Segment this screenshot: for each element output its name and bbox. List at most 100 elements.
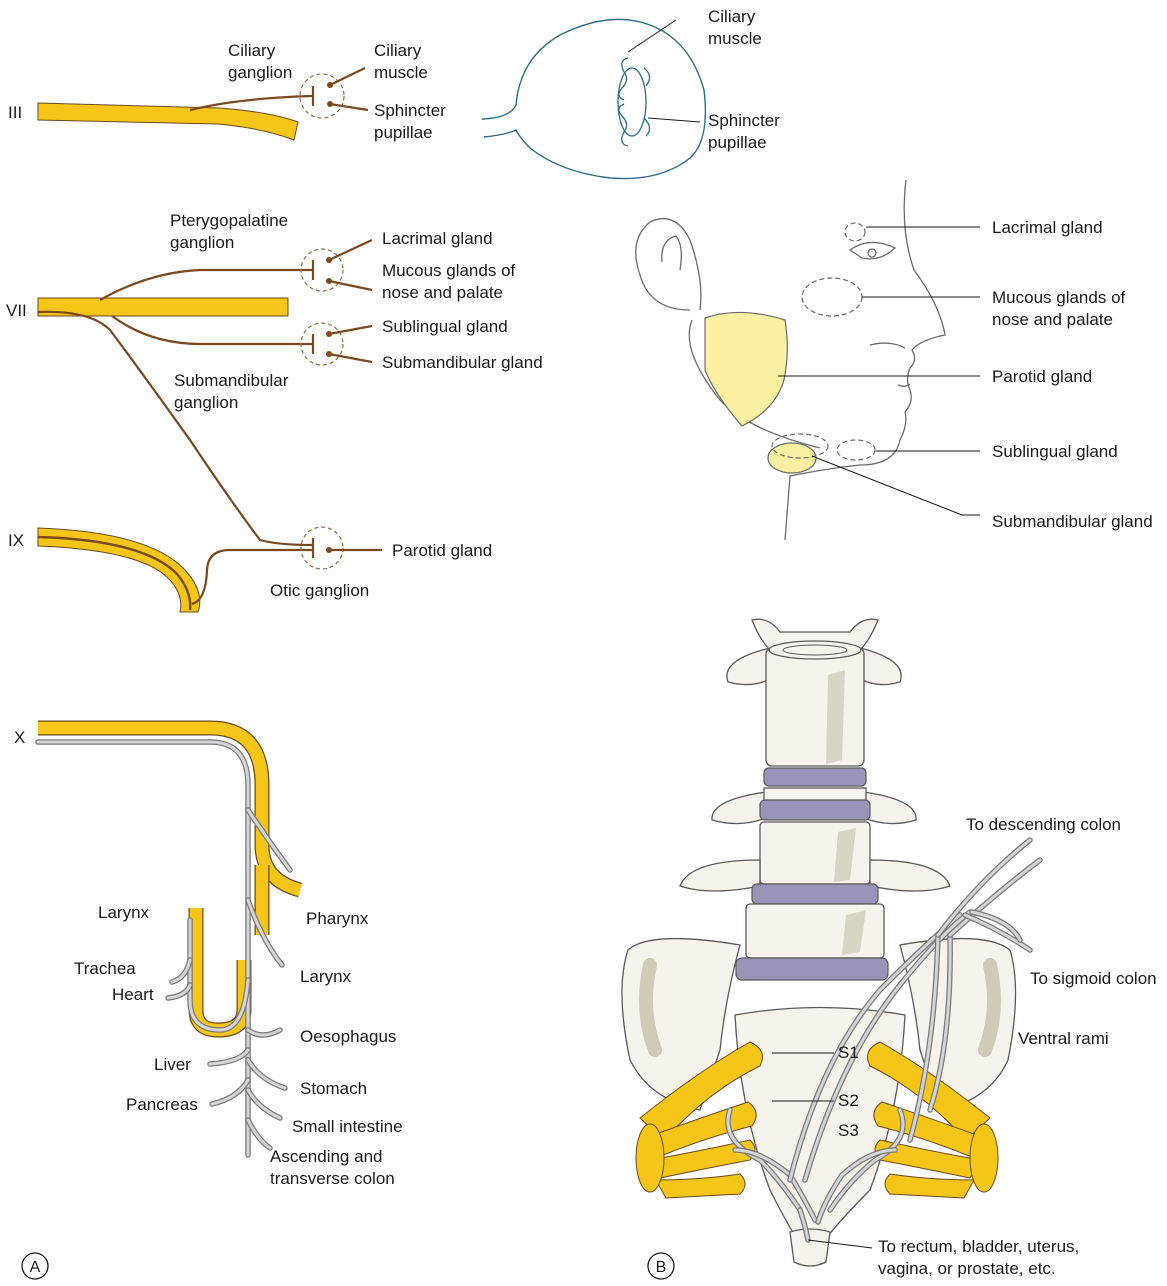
r-process-1 bbox=[860, 648, 901, 685]
ear bbox=[636, 219, 701, 310]
panel-B-letter: B bbox=[656, 1259, 667, 1276]
left-label-heart: Heart bbox=[112, 985, 154, 1004]
right-label-oesophagus: Oesophagus bbox=[300, 1027, 396, 1046]
nerve-label-III: III bbox=[8, 103, 22, 122]
target-submandibular-label: Submandibular gland bbox=[382, 353, 543, 372]
face-lacrimal-label: Lacrimal gland bbox=[992, 218, 1103, 237]
small-intestine-branch-outline bbox=[248, 1090, 280, 1118]
ciliary-body-upper bbox=[619, 58, 628, 100]
right-label-pharynx: Pharynx bbox=[306, 909, 369, 928]
post-submandibular bbox=[329, 354, 372, 362]
iris-upper bbox=[644, 68, 650, 86]
preganglionic-to-submandibular bbox=[112, 316, 312, 344]
label-S3: S3 bbox=[838, 1121, 859, 1140]
ear-inner bbox=[662, 236, 682, 270]
label-ventral-rami: Ventral rami bbox=[1018, 1029, 1109, 1048]
target-parotid-label: Parotid gland bbox=[392, 541, 492, 560]
ciliary-ganglion-label: Ciliaryganglion bbox=[228, 41, 292, 82]
postganglionic-to-sphincter bbox=[330, 104, 368, 110]
nerve-label-VII: VII bbox=[6, 301, 27, 320]
glossopharyngeal-nerve-trunk bbox=[38, 528, 200, 612]
parotid-gland-shape bbox=[705, 312, 787, 426]
label-S1: S1 bbox=[838, 1043, 859, 1062]
right-label-stomach: Stomach bbox=[300, 1079, 367, 1098]
ciliary-body-lower bbox=[619, 104, 628, 146]
left-label-pancreas: Pancreas bbox=[126, 1095, 198, 1114]
disc-1 bbox=[764, 768, 866, 786]
left-label-trachea: Trachea bbox=[74, 959, 136, 978]
r-process-3 bbox=[870, 860, 950, 891]
vertebra-L2 bbox=[766, 648, 864, 766]
panel-label-A: A bbox=[22, 1253, 48, 1279]
disc-4 bbox=[736, 958, 888, 980]
otic-ganglion bbox=[301, 527, 343, 569]
iris-lower bbox=[644, 118, 650, 136]
oculomotor-nerve-trunk bbox=[38, 103, 298, 140]
sublingual-gland-shape bbox=[837, 440, 875, 460]
target-lacrimal-label: Lacrimal gland bbox=[382, 229, 493, 248]
face-diagram: Lacrimal gland Mucous glands ofnose and … bbox=[636, 180, 1153, 540]
label-to-sigmoid-colon: To sigmoid colon bbox=[1030, 969, 1157, 988]
postganglionic-to-ciliary-muscle bbox=[330, 68, 365, 85]
vagus-gray-trunk bbox=[38, 742, 248, 1155]
disc-3 bbox=[752, 884, 878, 904]
preganglionic-to-pterygopalatine bbox=[100, 270, 312, 300]
panel-A-letter: A bbox=[30, 1259, 41, 1276]
vagus-gray-outline bbox=[38, 742, 248, 1155]
face-sublingual-label: Sublingual gland bbox=[992, 442, 1118, 461]
right-label-larynx: Larynx bbox=[300, 967, 352, 986]
leader-sphincter-pupillae bbox=[648, 118, 700, 122]
leader-ciliary-muscle bbox=[628, 20, 676, 52]
cranial-nerve-IX: IX Otic ganglion Parotid gland bbox=[8, 527, 492, 612]
l-process-1 bbox=[727, 648, 770, 685]
face-submandibular-label: Submandibular gland bbox=[992, 512, 1153, 531]
target-sublingual-label: Sublingual gland bbox=[382, 317, 508, 336]
label-S2: S2 bbox=[838, 1091, 859, 1110]
right-sciatic-end bbox=[970, 1124, 998, 1192]
disc-2 bbox=[760, 800, 870, 820]
stomach-branch-outline bbox=[248, 1060, 285, 1088]
left-label-liver: Liver bbox=[154, 1055, 191, 1074]
mucous-glands-shape bbox=[802, 278, 862, 316]
nerve-label-X: X bbox=[14, 728, 25, 747]
ramus-left-4 bbox=[656, 1174, 745, 1198]
face-mucous-label: Mucous glands ofnose and palate bbox=[992, 288, 1126, 329]
preganglionic-to-otic-via-VII bbox=[38, 312, 312, 545]
cranial-nerve-X: X Larynx Trachea Heart Liver Pancreas Ph… bbox=[14, 728, 403, 1188]
l-process-3 bbox=[680, 860, 760, 891]
coccyx bbox=[790, 1229, 830, 1266]
otic-ganglion-label: Otic ganglion bbox=[270, 581, 369, 600]
r-process-2 bbox=[864, 792, 916, 824]
left-sciatic-end bbox=[636, 1124, 664, 1192]
panel-label-B: B bbox=[648, 1253, 674, 1279]
l-process-2 bbox=[712, 792, 766, 824]
nostril bbox=[870, 343, 905, 348]
pancreas-branch-outline bbox=[212, 1080, 248, 1104]
lens bbox=[618, 68, 646, 136]
label-pelvic-viscera: To rectum, bladder, uterus,vagina, or pr… bbox=[878, 1237, 1079, 1278]
nerve-label-IX: IX bbox=[8, 531, 24, 550]
right-label-small-intestine: Small intestine bbox=[292, 1117, 403, 1136]
post-lacrimal bbox=[329, 240, 372, 260]
face-parotid-label: Parotid gland bbox=[992, 367, 1092, 386]
label-to-descending-colon: To descending colon bbox=[966, 815, 1121, 834]
sacral-diagram: To descending colon To sigmoid colon Ven… bbox=[622, 619, 1157, 1278]
recurrent-laryngeal-outline bbox=[196, 908, 244, 1030]
eye-globe bbox=[482, 19, 705, 178]
to-sigmoid2-o bbox=[972, 912, 1020, 940]
leader-submandibular bbox=[812, 456, 980, 515]
eye-iris bbox=[868, 249, 876, 257]
vertebra-shade-1 bbox=[826, 670, 845, 764]
